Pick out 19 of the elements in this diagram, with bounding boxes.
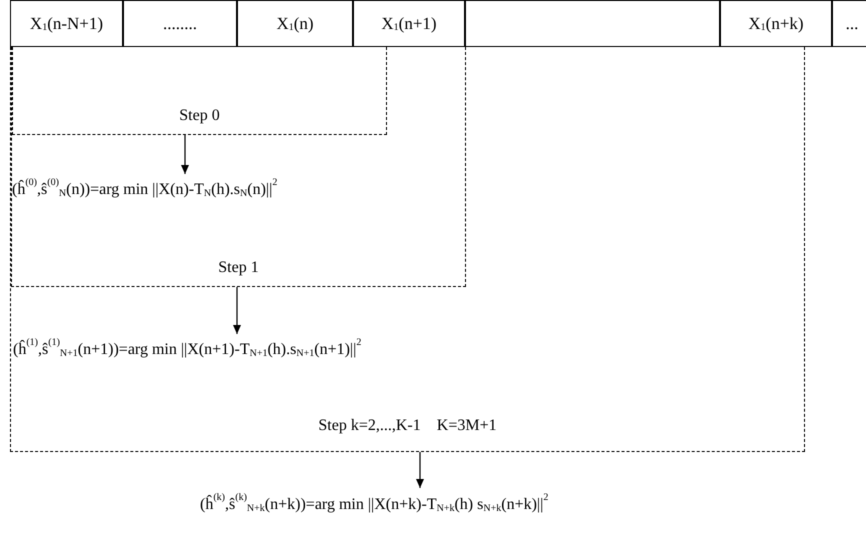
dashed-region xyxy=(11,47,466,287)
equation: (ĥ$^{(1)}$,ŝ$^{(1)}$$_{N+1}$(n+1))=arg min ||X(n+1)-T$_{N+1}$(h).s$_{N+1}$(n+1)||$^{2}$ xyxy=(13,334,473,366)
step-label: Step 0 xyxy=(178,107,221,125)
table-cell: X$_{1}$(n+1) xyxy=(353,0,465,47)
step-label: Step k=2,...,K-1 K=3M+1 xyxy=(317,417,498,435)
table-cell: X$_{1}$(n+k) xyxy=(720,0,832,47)
table-cell: ........ xyxy=(123,0,237,47)
equation: (ĥ$^{(0)}$,ŝ$^{(0)}$$_{N}$(n))=arg min ||X(n)-T$_{N}$(h).s$_{N}$(n)||$^{2}$ xyxy=(12,174,372,206)
dashed-region xyxy=(12,47,387,135)
table-cell: X$_{1}$(n) xyxy=(237,0,353,47)
step-label: Step 1 xyxy=(217,259,260,277)
table-cell: ... xyxy=(832,0,866,47)
equation: (ĥ$^{(k)}$,ŝ$^{(k)}$$_{N+k}$(n+k))=arg min ||X(n+k)-T$_{N+k}$(h) s$_{N+k}$(n+k)||$^{2}$ xyxy=(200,488,700,522)
arrow xyxy=(416,452,424,488)
table-cell: X$_{1}$(n-N+1) xyxy=(10,0,123,47)
arrow xyxy=(181,135,189,174)
arrow xyxy=(233,287,241,334)
dashed-region xyxy=(10,47,805,452)
table-cell xyxy=(465,0,720,47)
